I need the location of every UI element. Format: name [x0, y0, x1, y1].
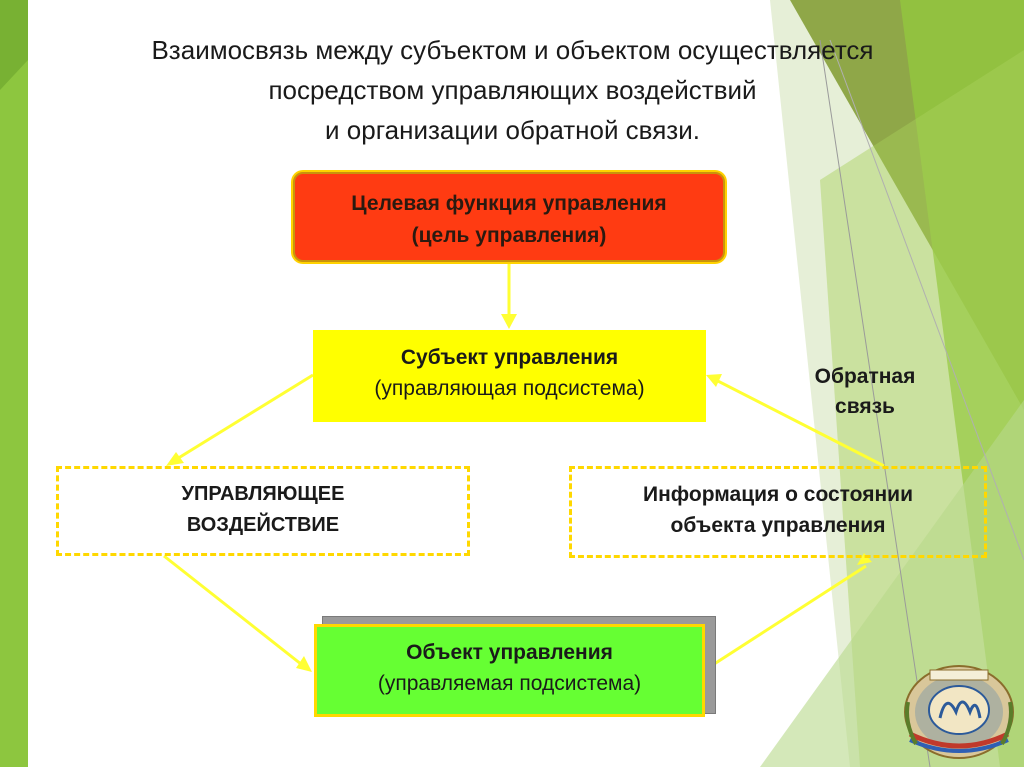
- university-emblem-icon: [904, 665, 1014, 759]
- control-subject-sublabel: (управляющая подсистема): [374, 377, 645, 400]
- left-green-stripe: [0, 0, 28, 767]
- control-action-line-2: ВОЗДЕЙСТВИЕ: [186, 514, 340, 536]
- object-state-info-line-2: объекта управления: [670, 514, 886, 537]
- arrow-subject-to-action: [171, 373, 314, 464]
- control-action-box: УПРАВЛЯЮЩЕЕ ВОЗДЕЙСТВИЕ: [56, 466, 470, 556]
- arrow-object-to-info: [707, 564, 867, 670]
- control-object-box: Объект управления (управляемая подсистем…: [314, 624, 705, 717]
- title-line-1: Взаимосвязь между субъектом и объектом о…: [151, 35, 874, 65]
- left-green-stripe-shade: [0, 0, 28, 90]
- control-subject-box: Субъект управления (управляющая подсисте…: [313, 330, 706, 422]
- control-object-sublabel: (управляемая подсистема): [377, 672, 642, 695]
- object-state-info-line-1: Информация о состоянии: [643, 483, 913, 506]
- control-action-line-1: УПРАВЛЯЮЩЕЕ: [181, 483, 345, 505]
- object-state-info-box: Информация о состоянии объекта управлени…: [569, 466, 987, 558]
- goal-function-label: Целевая функция управления: [351, 192, 667, 215]
- feedback-line-1: Обратная: [814, 365, 916, 388]
- goal-function-box: Целевая функция управления (цель управле…: [293, 172, 725, 262]
- control-subject-label: Субъект управления: [400, 346, 619, 369]
- feedback-line-2: связь: [835, 395, 895, 418]
- arrow-info-to-subject: [711, 376, 885, 468]
- control-object-label: Объект управления: [406, 641, 613, 664]
- title-line-2: посредством управляющих воздействий: [268, 75, 757, 105]
- goal-function-sublabel: (цель управления): [411, 224, 607, 247]
- feedback-label: Обратная связь: [790, 362, 940, 422]
- slide-title: Взаимосвязь между субъектом и объектом о…: [60, 30, 965, 150]
- arrow-action-to-object: [163, 554, 307, 670]
- title-line-3: и организации обратной связи.: [325, 115, 700, 145]
